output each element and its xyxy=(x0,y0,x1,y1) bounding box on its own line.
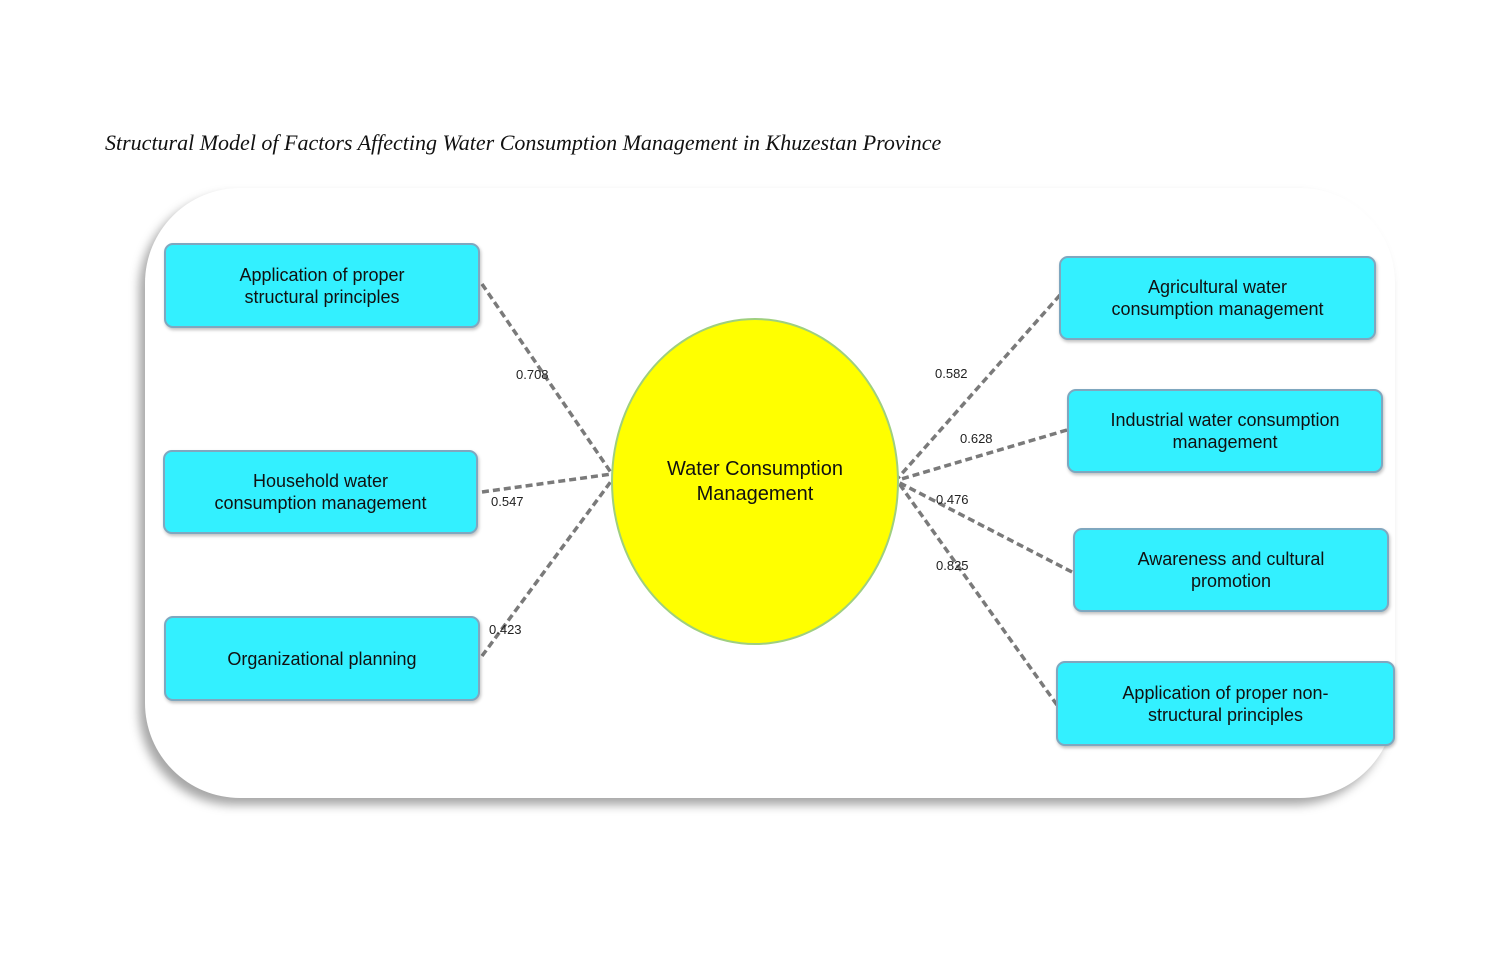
factor-label: Awareness and cultural promotion xyxy=(1137,549,1325,591)
link-non-structural-principles xyxy=(896,480,1059,707)
weight-label-non-structural-principles: 0.825 xyxy=(936,558,969,573)
weight-label-household: 0.547 xyxy=(491,494,524,509)
factor-non-structural-principles: Application of proper non-structural pri… xyxy=(1056,661,1395,746)
factor-label: Application of proper non-structural pri… xyxy=(1122,682,1329,725)
link-industrial xyxy=(897,428,1068,482)
factor-awareness: Awareness and cultural promotion xyxy=(1073,528,1389,612)
factor-organizational-planning: Organizational planning xyxy=(164,616,480,701)
link-organizational-planning xyxy=(480,478,614,658)
factor-label: Household water consumption management xyxy=(214,471,427,513)
link-awareness xyxy=(897,480,1073,574)
factor-label: Organizational planning xyxy=(227,648,417,669)
factor-structural-principles: Application of proper structural princip… xyxy=(164,243,480,328)
weight-label-organizational-planning: 0.423 xyxy=(489,622,522,637)
link-agricultural xyxy=(896,293,1062,480)
weight-label-structural-principles: 0.708 xyxy=(516,367,549,382)
weight-label-agricultural: 0.582 xyxy=(935,366,968,381)
link-structural-principles xyxy=(480,283,614,475)
factor-label: Agricultural water consumption managemen… xyxy=(1111,277,1324,319)
factor-industrial: Industrial water consumption management xyxy=(1067,389,1383,473)
weight-label-industrial: 0.628 xyxy=(960,431,993,446)
link-household xyxy=(481,472,613,494)
factor-label: Industrial water consumption management xyxy=(1110,410,1340,452)
center-label: Water Consumption Management xyxy=(667,457,843,505)
figure-caption: Structural Model of Factors Affecting Wa… xyxy=(105,130,942,155)
weight-label-awareness: 0.476 xyxy=(936,492,969,507)
center-construct: Water Consumption Management xyxy=(611,318,899,645)
factor-agricultural: Agricultural water consumption managemen… xyxy=(1059,256,1376,340)
factor-label: Application of proper structural princip… xyxy=(239,264,405,307)
factor-household: Household water consumption management xyxy=(163,450,478,534)
